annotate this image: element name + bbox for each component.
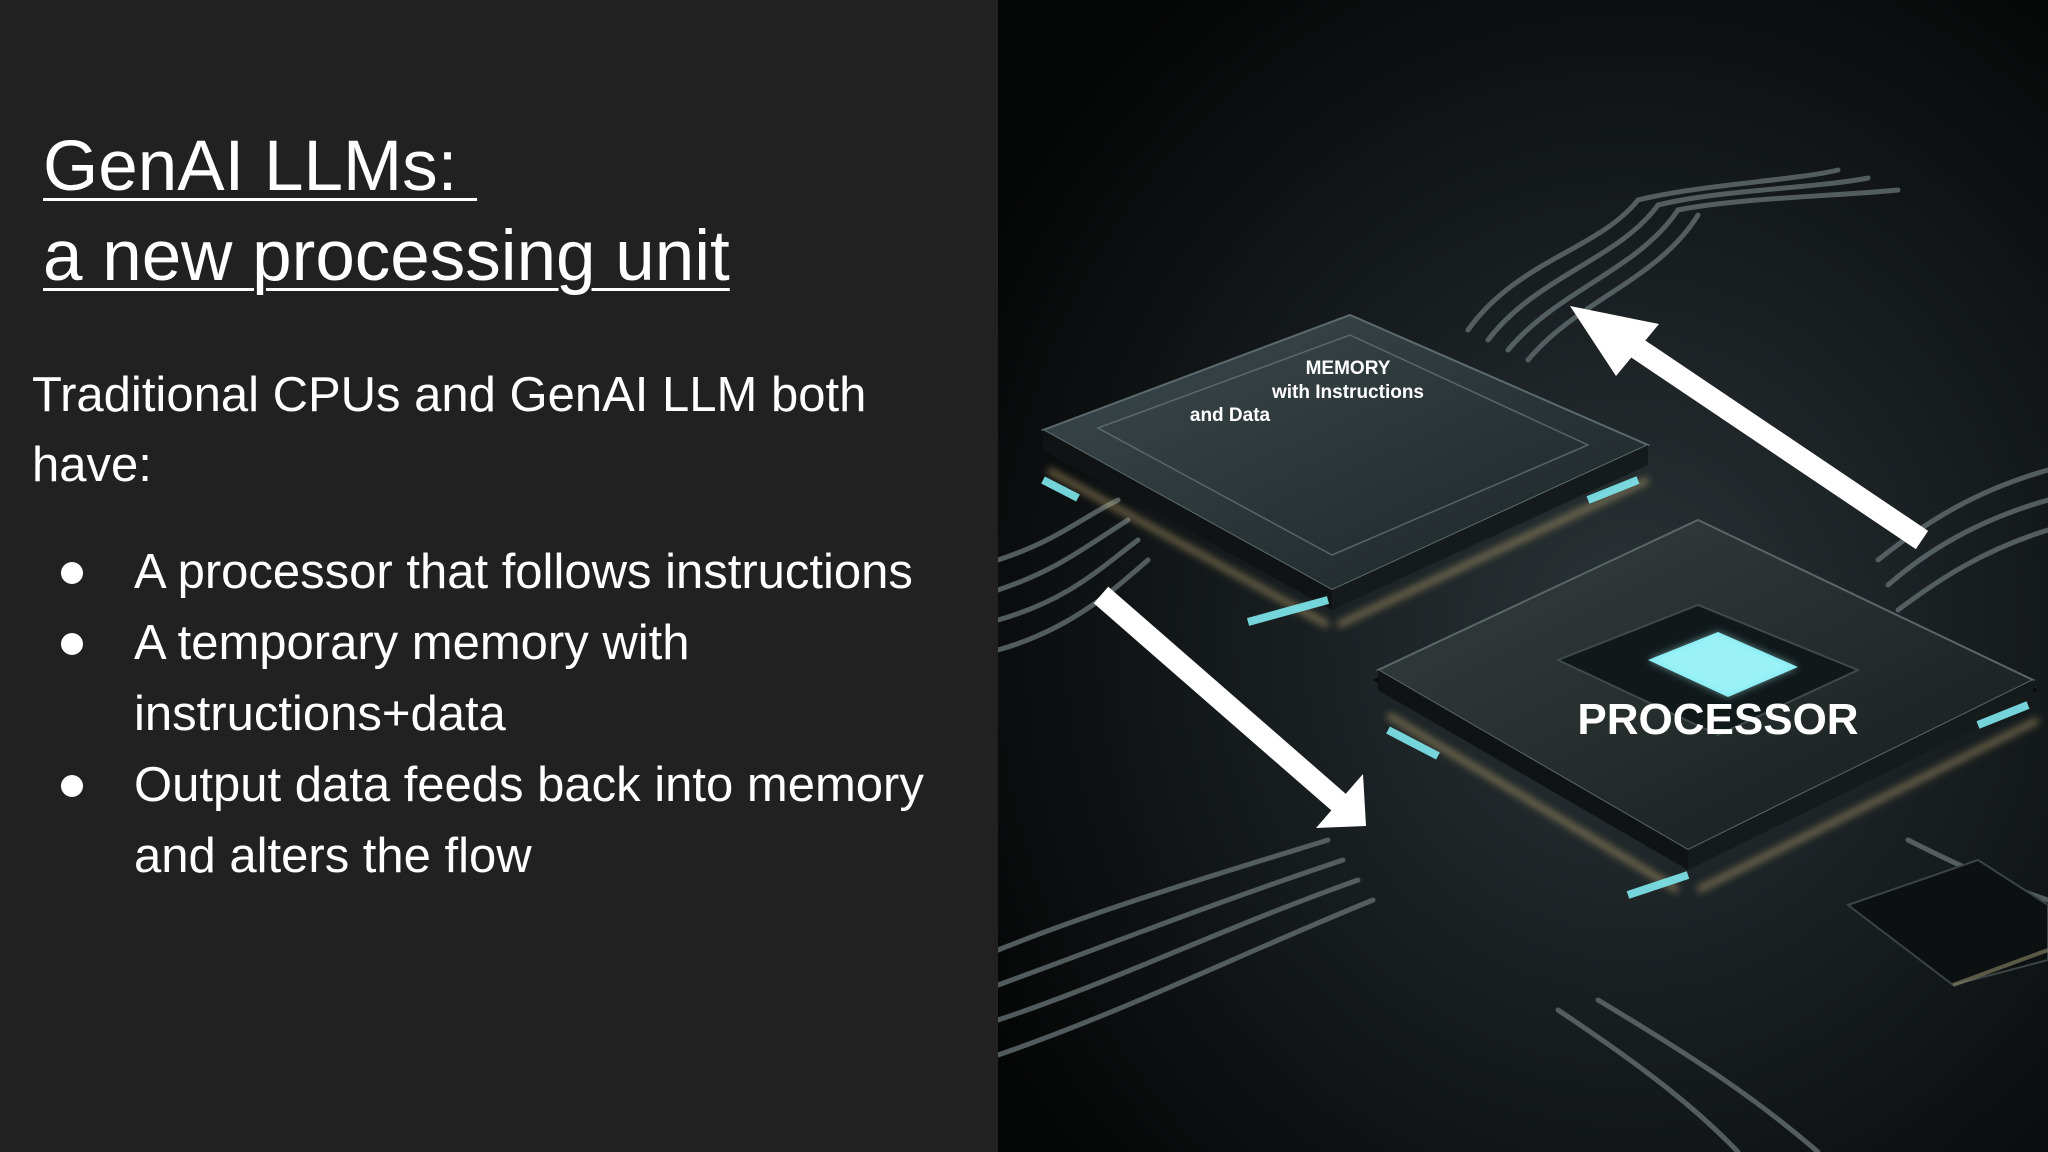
memory-chip: MEMORY with Instructions and Data: [1038, 313, 1651, 628]
title-line-1: GenAI LLMs:: [43, 127, 478, 206]
small-chip: [1845, 858, 2048, 987]
bullet-dot-icon: [61, 633, 83, 655]
bullet-text: A processor that follows instructions: [134, 545, 913, 599]
bullet-dot-icon: [61, 562, 83, 584]
title-line-2: a new processing unit: [43, 217, 730, 296]
circuit-traces: [998, 167, 2048, 1152]
processor-label: PROCESSOR: [1577, 695, 1858, 744]
memory-label-line-1: MEMORY: [1306, 358, 1391, 379]
chip-illustration-svg: MEMORY with Instructions and Data PROCES…: [998, 0, 2048, 1152]
intro-text: Traditional CPUs and GenAI LLM both have…: [32, 368, 867, 492]
bullet-list: A processor that follows instructions A …: [0, 537, 998, 892]
bullet-text: Output data feeds back into memory and a…: [134, 758, 924, 883]
processor-chip: PROCESSOR: [1373, 518, 2040, 899]
board-background: [998, 0, 2048, 1152]
bullet-dot-icon: [61, 775, 83, 797]
bullet-item: A processor that follows instructions: [0, 537, 964, 608]
text-panel: GenAI LLMs: a new processing unit Tradit…: [0, 0, 998, 1152]
memory-label-line-3: and Data: [1190, 405, 1271, 426]
chip-illustration: MEMORY with Instructions and Data PROCES…: [998, 0, 2048, 1152]
arrow-processor-to-memory-icon: [1570, 306, 1929, 550]
bullet-item: A temporary memory with instructions+dat…: [0, 608, 964, 750]
bullet-text: A temporary memory with instructions+dat…: [134, 616, 690, 741]
slide-title: GenAI LLMs: a new processing unit: [43, 122, 943, 302]
memory-label-line-2: with Instructions: [1271, 382, 1424, 403]
bullet-item: Output data feeds back into memory and a…: [0, 750, 964, 892]
arrow-memory-to-processor-icon: [1093, 586, 1366, 828]
